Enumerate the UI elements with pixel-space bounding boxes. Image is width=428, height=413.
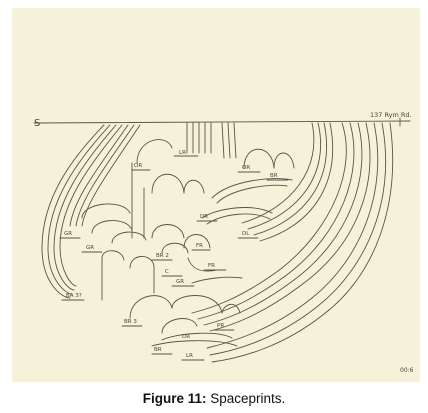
room-tag-c: C [165,269,169,275]
artist-signature: 00:6 [400,367,414,374]
room-tag-lr: LR [179,150,186,156]
lower-arches [129,295,241,347]
hand-drawn-lines [33,117,411,363]
room-tag-fr: FR [196,243,203,249]
room-tag-fr-2: FR [208,263,215,269]
room-ticks [59,155,289,361]
room-tag-or-2: OR [242,165,250,171]
room-tag-pr: PR [217,323,224,329]
room-tag-dl: DL [242,231,250,237]
left-line-bundle [41,124,141,299]
room-tag-bath: BA 3? [66,293,82,299]
room-tag-or-1: OR [134,163,142,169]
room-tag-dr: DR [200,214,208,220]
room-tag-dr-2: DR [182,334,190,340]
room-tag-gr-3: GR [176,279,184,285]
spaceprints-drawing: S 137 Rym Rd. OR LR OR BR DR GR GR FR DL… [12,8,420,382]
address-label: 137 Rym Rd. [370,111,412,119]
room-tag-gr-1: GR [64,231,72,237]
room-tag-br-low: BR [154,347,162,353]
room-tag-br3: BR 3 [124,319,137,325]
upper-arches [131,122,295,239]
caption-text: Spaceprints. [206,391,286,406]
caption-label: Figure 11: [142,391,207,406]
street-line [33,120,411,124]
spaceprints-figure: S 137 Rym Rd. OR LR OR BR DR GR GR FR DL… [12,8,420,382]
room-tag-gr-2: GR [86,245,94,251]
s-mark-label: S [34,118,40,129]
room-tag-br2-mid: BR 2 [156,253,169,259]
room-tag-lr-low: LR [186,353,193,359]
room-tag-br-top: BR [270,173,278,179]
figure-caption: Figure 11: Spaceprints. [0,391,428,406]
